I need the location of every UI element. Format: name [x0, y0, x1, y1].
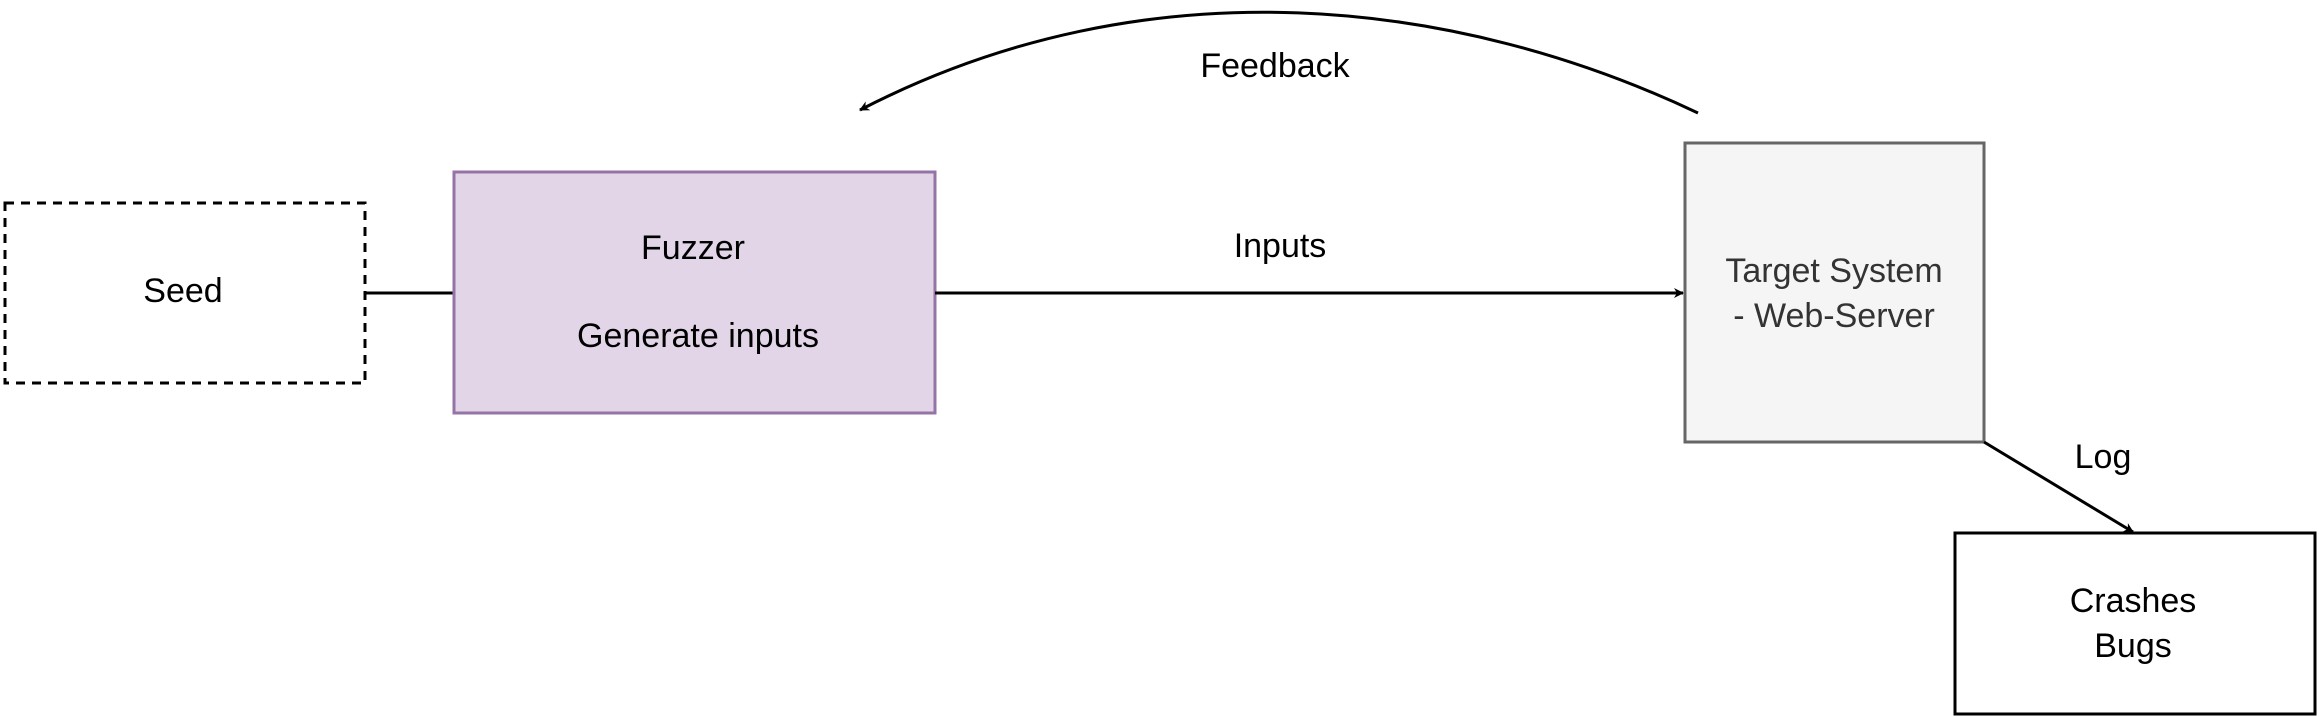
- fuzzer-node[interactable]: Fuzzer Generate inputs: [452, 170, 937, 415]
- seed-box: [3, 201, 367, 385]
- bugs-label: Bugs: [2094, 627, 2172, 665]
- target-system-label-line2: - Web-Server: [1733, 297, 1935, 335]
- seed-node[interactable]: Seed: [3, 201, 367, 385]
- target-system-label-line1: Target System: [1725, 252, 1942, 290]
- feedback-label: Feedback: [1200, 47, 1350, 85]
- crashes-bugs-node[interactable]: Crashes Bugs: [1953, 531, 2317, 716]
- inputs-label: Inputs: [1234, 227, 1327, 265]
- crashes-label: Crashes: [2070, 582, 2197, 620]
- fuzzer-box: [452, 170, 937, 415]
- seed-label: Seed: [143, 272, 222, 310]
- target-system-box: [1683, 141, 1986, 444]
- log-label: Log: [2075, 438, 2132, 476]
- feedback-arrow: [859, 10, 1699, 115]
- target-system-node[interactable]: Target System - Web-Server: [1683, 141, 1986, 444]
- fuzzer-subtitle: Generate inputs: [577, 317, 819, 355]
- crashes-bugs-box: [1953, 531, 2317, 716]
- fuzzer-title: Fuzzer: [641, 229, 745, 267]
- log-arrow: [1983, 440, 2134, 534]
